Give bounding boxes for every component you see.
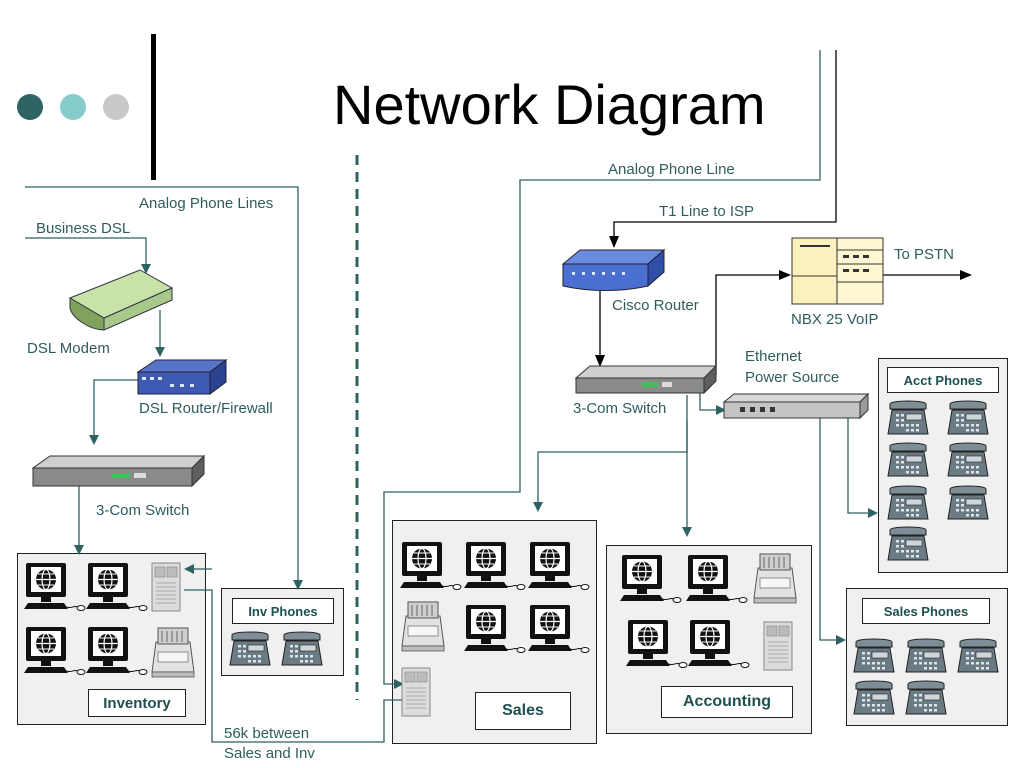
switch-right-label: 3-Com Switch [573, 400, 667, 417]
analog-phone-lines-label: Analog Phone Lines [139, 195, 274, 212]
business-dsl-label: Business DSL [36, 220, 131, 237]
decor-dot-gray [103, 94, 129, 120]
phone-icon [853, 638, 895, 673]
ethernet-label: Ethernet [745, 348, 802, 365]
sales-phones-label: Sales Phones [862, 598, 990, 624]
computer-icon [625, 619, 688, 669]
dsl-modem-label: DSL Modem [27, 340, 110, 357]
phone-icon [947, 485, 989, 520]
computer-icon [23, 626, 86, 676]
black-connection-lines [595, 50, 972, 375]
analog-phone-line-label: Analog Phone Line [608, 161, 735, 178]
title-divider [151, 34, 156, 180]
computer-icon [685, 554, 748, 604]
phone-icon [887, 442, 929, 477]
power-source-label: Power Source [745, 369, 840, 386]
printer-icon [753, 553, 797, 604]
dsl-router-label: DSL Router/Firewall [139, 400, 273, 417]
phone-icon [947, 400, 989, 435]
inv-phones-label: Inv Phones [232, 598, 334, 624]
nbx-voip-icon [791, 237, 884, 305]
phone-icon [229, 631, 271, 666]
switch-left-icon [31, 454, 206, 488]
computer-icon [619, 554, 682, 604]
phone-icon [853, 680, 895, 715]
printer-icon [151, 627, 195, 678]
computer-icon [527, 541, 590, 591]
cisco-router-label: Cisco Router [612, 297, 699, 314]
printer-icon [401, 601, 445, 652]
phone-icon [887, 400, 929, 435]
t1-line-label: T1 Line to ISP [659, 203, 755, 220]
inventory-label: Inventory [88, 689, 186, 717]
phone-icon [887, 526, 929, 561]
computer-icon [85, 626, 148, 676]
server-icon [401, 667, 431, 717]
link-56k-label-2: Sales and Inv [224, 745, 315, 762]
acct-phones-label: Acct Phones [887, 367, 999, 393]
computer-icon [23, 562, 86, 612]
link-56k-label-1: 56k between [224, 725, 310, 742]
phone-icon [957, 638, 999, 673]
computer-icon [463, 541, 526, 591]
phone-icon [281, 631, 323, 666]
decor-dot-light [60, 94, 86, 120]
phone-icon [905, 638, 947, 673]
computer-icon [399, 541, 462, 591]
server-icon [763, 621, 793, 671]
power-hub-icon [722, 392, 870, 420]
switch-right-icon [574, 364, 718, 395]
phone-icon [905, 680, 947, 715]
sales-label: Sales [475, 692, 571, 730]
connection-lines [25, 50, 878, 743]
switch-left-label: 3-Com Switch [96, 502, 190, 519]
cisco-router-icon [561, 248, 666, 291]
computer-icon [687, 619, 750, 669]
to-pstn-label: To PSTN [894, 246, 955, 263]
computer-icon [85, 562, 148, 612]
accounting-label: Accounting [661, 686, 793, 718]
phone-icon [947, 442, 989, 477]
dsl-modem-icon [68, 269, 174, 331]
phone-icon [887, 485, 929, 520]
server-icon [151, 562, 181, 612]
decor-dot-dark [17, 94, 43, 120]
computer-icon [527, 604, 590, 654]
computer-icon [463, 604, 526, 654]
dsl-router-icon [136, 359, 228, 395]
page-title: Network Diagram [333, 73, 766, 136]
nbx-label: NBX 25 VoIP [791, 311, 879, 328]
